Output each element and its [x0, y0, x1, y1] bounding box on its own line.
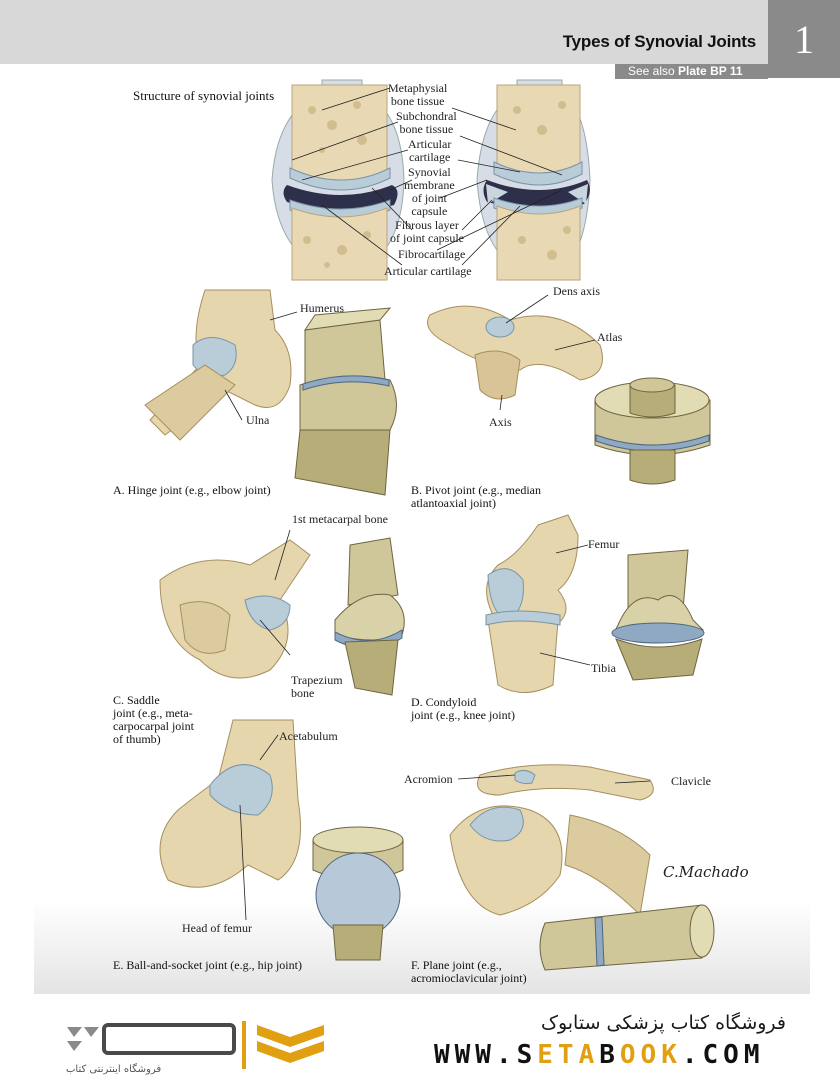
caption-plane-line2: acromioclavicular joint)	[411, 971, 527, 985]
label-subchondral-line1: Subchondral	[396, 109, 457, 123]
hinge-model	[294, 307, 397, 496]
caption-hinge: A. Hinge joint (e.g., elbow joint)	[113, 483, 271, 497]
label-femur: Femur	[588, 537, 620, 551]
label-1st-metacarpal: 1st metacarpal bone	[292, 512, 388, 526]
label-fibrocartilage: Fibrocartilage	[398, 247, 466, 261]
label-head-of-femur: Head of femur	[182, 921, 252, 935]
label-articular: Articular cartilage	[408, 138, 451, 164]
caption-saddle-line1: C. Saddle	[113, 693, 160, 707]
label-acetabulum: Acetabulum	[279, 729, 338, 743]
label-acromion: Acromion	[404, 772, 453, 786]
ball-socket-model	[312, 826, 404, 961]
caption-pivot-line2: atlantoaxial joint)	[411, 496, 496, 510]
label-subchondral: Subchondral bone tissue	[396, 110, 457, 136]
page-title: Types of Synovial Joints	[562, 32, 756, 51]
plane-joint-illustration	[449, 764, 715, 971]
structure-title: Structure of synovial joints	[133, 88, 275, 103]
url-part-3: B	[599, 1040, 620, 1070]
label-trapezium-line2: bone	[291, 686, 315, 700]
label-articular-cartilage: Articular cartilage	[384, 264, 472, 278]
label-trapezium: Trapezium bone	[291, 674, 343, 700]
see-also-plate: Plate BP 11	[678, 64, 743, 78]
saddle-joint-illustration	[159, 529, 405, 696]
label-synovial-line2: membrane	[404, 178, 455, 192]
pivot-joint-illustration	[427, 294, 711, 485]
saddle-model	[334, 537, 405, 696]
setabook-logo	[67, 1021, 324, 1069]
plane-model	[539, 904, 715, 971]
url-part-5: .COM	[681, 1040, 765, 1070]
label-synovial-membrane: Synovial membrane of joint capsule	[404, 166, 455, 218]
label-subchondral-line2: bone tissue	[399, 122, 454, 136]
simple-joint-drawing	[271, 79, 405, 281]
caption-condyloid: D. Condyloid joint (e.g., knee joint)	[411, 696, 515, 722]
store-url[interactable]: WWW.SETABOOK.COM	[434, 1040, 765, 1070]
url-part-2: ETA	[537, 1040, 600, 1070]
caption-plane-line1: F. Plane joint (e.g.,	[411, 958, 502, 972]
caption-saddle: C. Saddle joint (e.g., meta- carpocarpal…	[113, 694, 194, 746]
store-name: فروشگاه کتاب پزشکی ستابوک	[540, 1012, 786, 1034]
caption-condyloid-line1: D. Condyloid	[411, 695, 477, 709]
logo-wordmark-icon	[102, 1023, 236, 1055]
label-metaphysial: Metaphysial bone tissue	[388, 82, 447, 108]
label-metaphysial-line2: bone tissue	[390, 94, 445, 108]
caption-condyloid-line2: joint (e.g., knee joint)	[411, 708, 515, 722]
label-fibrous-line2: of joint capsule	[390, 231, 464, 245]
see-also-prefix: See also	[628, 64, 675, 78]
label-synovial-line4: capsule	[411, 204, 448, 218]
label-atlas: Atlas	[597, 330, 623, 344]
logo-chevrons-icon	[67, 1027, 99, 1051]
header-band	[0, 0, 768, 64]
see-also-ref: See also Plate BP 11	[615, 64, 768, 79]
label-axis: Axis	[489, 415, 512, 429]
label-dens-axis: Dens axis	[553, 284, 600, 298]
ball-socket-joint-illustration	[159, 719, 404, 961]
label-synovial-line3: of joint	[411, 191, 447, 205]
label-synovial-line1: Synovial	[407, 165, 451, 179]
caption-ball-socket: E. Ball-and-socket joint (e.g., hip join…	[113, 958, 302, 972]
label-metaphysial-line1: Metaphysial	[388, 81, 448, 95]
caption-pivot-line1: B. Pivot joint (e.g., median	[411, 483, 541, 497]
caption-pivot: B. Pivot joint (e.g., median atlantoaxia…	[411, 484, 541, 510]
label-fibrous-layer: Fibrous layer of joint capsule	[390, 219, 464, 245]
caption-saddle-line4: of thumb)	[113, 732, 161, 746]
synovial-structure-illustration	[271, 79, 591, 281]
condyloid-model	[611, 549, 705, 681]
label-trapezium-line1: Trapezium	[291, 673, 343, 687]
caption-saddle-line3: carpocarpal joint	[113, 719, 194, 733]
artist-signature: C.Machado	[663, 863, 749, 881]
label-clavicle: Clavicle	[671, 774, 711, 788]
caption-plane: F. Plane joint (e.g., acromioclavicular …	[411, 959, 527, 985]
label-articular-line1: Articular	[408, 137, 452, 151]
label-tibia: Tibia	[591, 661, 616, 675]
pivot-model	[594, 377, 711, 485]
url-part-1: WWW.S	[434, 1040, 538, 1070]
label-ulna: Ulna	[246, 413, 270, 427]
label-fibrous-line1: Fibrous layer	[395, 218, 459, 232]
label-articular-line2: cartilage	[409, 150, 451, 164]
meniscus-joint-drawing	[476, 79, 591, 281]
logo-subtitle: فروشگاه اینترنتی کتاب	[66, 1064, 162, 1075]
logo-stack-icon	[257, 1025, 324, 1063]
hinge-joint-illustration	[144, 289, 397, 496]
caption-saddle-line2: joint (e.g., meta-	[113, 706, 193, 720]
condyloid-joint-illustration	[485, 514, 705, 693]
url-part-4: OOK	[619, 1040, 682, 1070]
plate-number: 1	[768, 0, 840, 78]
label-humerus: Humerus	[300, 301, 344, 315]
